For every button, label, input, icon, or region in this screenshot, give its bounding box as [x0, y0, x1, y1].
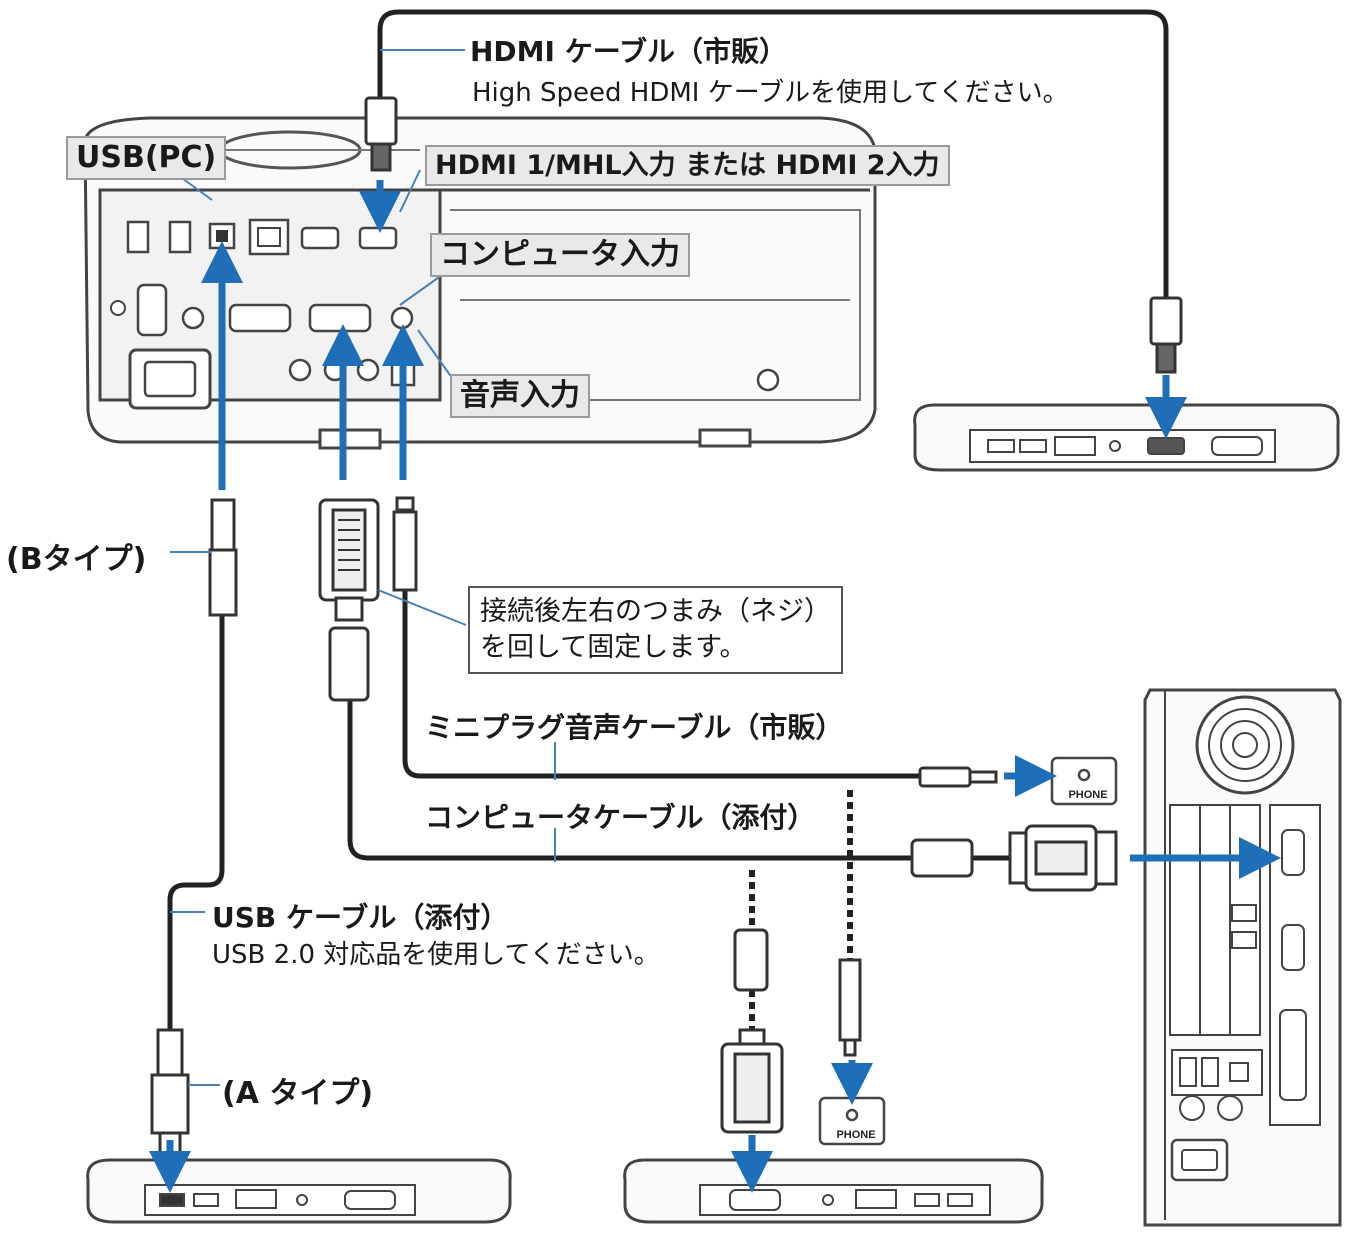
phone-jack-1-label: PHONE	[1068, 789, 1107, 801]
hdmi-cable-title: HDMI ケーブル（市販）	[470, 35, 788, 68]
a-type-label: (A タイプ)	[222, 1076, 374, 1111]
usb-cable-title: USB ケーブル（添付）	[212, 901, 509, 934]
usb-pc-callout: USB(PC)	[66, 136, 227, 180]
b-type-label: (Bタイプ)	[6, 542, 147, 577]
hdmi-cable-note: High Speed HDMI ケーブルを使用してください。	[472, 78, 1069, 108]
screw-note: 接続後左右のつまみ（ネジ） を回して固定します。	[468, 586, 843, 674]
screw-note-line1: 接続後左右のつまみ（ネジ）	[480, 596, 831, 627]
dashed-cables	[749, 790, 853, 1030]
phone-jack-2	[818, 1096, 886, 1146]
phone-jack-2-label: PHONE	[836, 1129, 875, 1141]
usb-cable-note: USB 2.0 対応品を使用してください。	[212, 940, 660, 970]
cables	[167, 9, 1169, 1030]
laptop-hdmi	[913, 403, 1340, 472]
desktop-tower	[1143, 688, 1342, 1227]
mini-plug-cable-label: ミニプラグ音声ケーブル（市販）	[425, 711, 844, 744]
blue-arrows	[149, 180, 1281, 1193]
computer-input-callout: コンピュータ入力	[430, 233, 690, 277]
leader-lines	[159, 49, 556, 1086]
audio-input-callout: 音声入力	[450, 374, 590, 418]
hdmi-input-callout: HDMI 1/MHL入力 または HDMI 2入力	[425, 145, 950, 186]
computer-cable-label: コンピュータケーブル（添付）	[425, 801, 816, 834]
screw-note-line2: を回して固定します。	[480, 632, 747, 663]
connectors	[150, 96, 1183, 1155]
laptop-vga	[623, 1158, 1044, 1224]
laptop-usb	[86, 1158, 512, 1224]
